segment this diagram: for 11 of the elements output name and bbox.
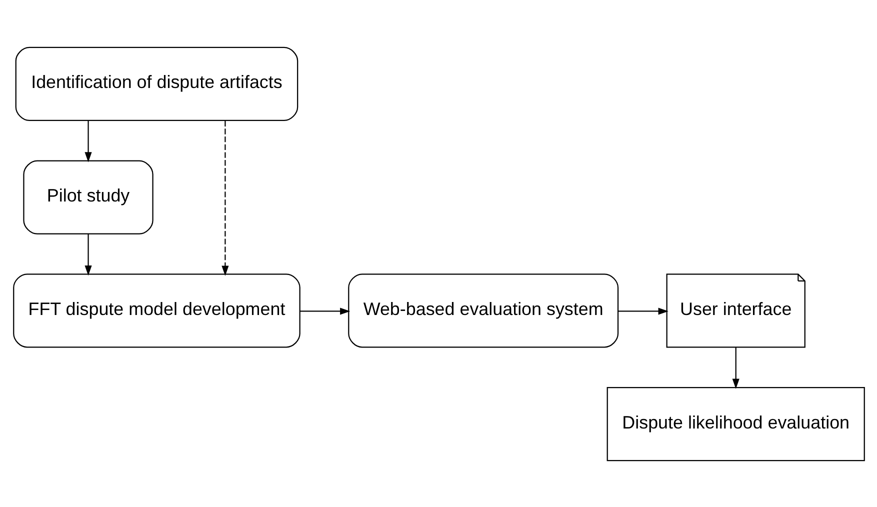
arrow [84, 233, 92, 276]
arrow [221, 120, 228, 276]
arrow [732, 346, 739, 388]
node-box: Identification of dispute artifacts [14, 46, 298, 120]
arrow [299, 307, 350, 314]
node-box: Web-based evaluation system [348, 273, 618, 348]
node-box: Pilot study [22, 160, 153, 234]
arrow [618, 307, 668, 314]
node-box: Dispute likelihood evaluation [606, 386, 864, 461]
arrow [84, 120, 92, 162]
node-box: FFT dispute model development [12, 273, 300, 348]
